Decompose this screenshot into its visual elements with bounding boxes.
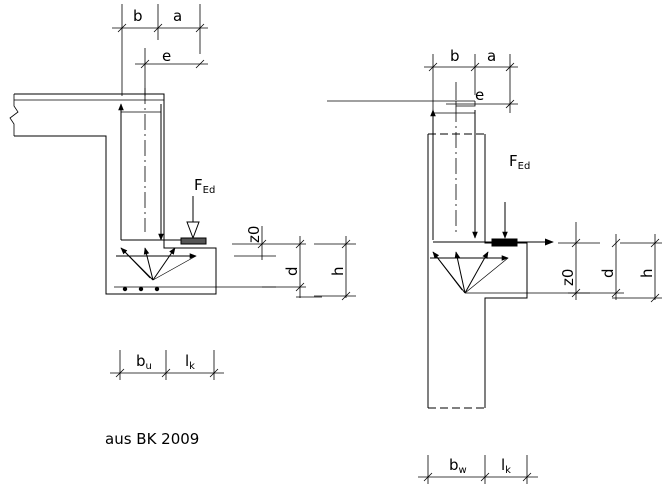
left-force-label: FEd — [194, 176, 215, 196]
left-label-e: e — [162, 47, 171, 65]
left-corbel-outline — [14, 93, 217, 295]
source-caption: aus BK 2009 — [105, 430, 199, 448]
left-label-a: a — [173, 7, 182, 25]
left-label-d: d — [283, 266, 301, 276]
right-bearing-plate — [491, 238, 518, 247]
right-dim-side — [558, 222, 662, 303]
right-label-z0: z0 — [559, 269, 577, 286]
right-label-e: e — [475, 86, 484, 104]
left-label-h: h — [329, 266, 347, 276]
right-label-b: b — [450, 47, 460, 65]
left-dim-bottom — [110, 350, 224, 380]
right-label-a: a — [487, 47, 496, 65]
right-label-d: d — [599, 268, 617, 278]
left-rebar — [154, 286, 160, 292]
left-rebar — [138, 286, 144, 292]
right-dim-bottom — [418, 455, 538, 484]
left-bearing-plate — [180, 237, 207, 245]
right-corbel-outline — [427, 134, 528, 408]
left-label-lk: lk — [185, 352, 195, 372]
left-label-bu: bu — [136, 352, 152, 372]
left-label-z0: z0 — [245, 226, 263, 243]
left-corbel — [9, 88, 276, 295]
left-rebar — [122, 286, 128, 292]
right-label-bw: bw — [449, 456, 467, 476]
right-label-h: h — [638, 268, 656, 278]
right-force-label: FEd — [509, 152, 530, 172]
right-dim-top — [424, 54, 518, 128]
right-corbel — [327, 100, 590, 409]
left-dim-side — [232, 226, 356, 301]
right-label-lk: lk — [501, 456, 511, 476]
left-label-b: b — [133, 7, 143, 25]
left-dim-top — [112, 4, 208, 96]
